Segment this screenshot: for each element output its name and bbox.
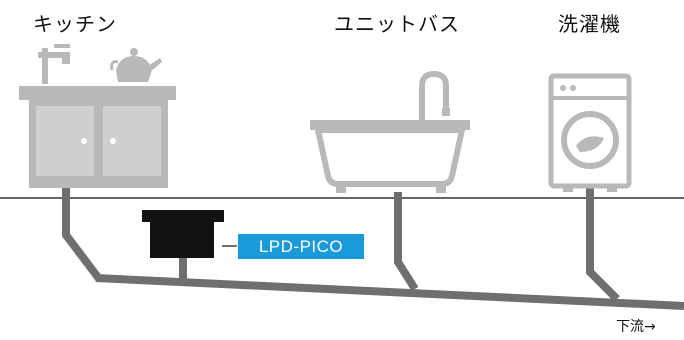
unit-bath-label: ユニットバス: [334, 12, 460, 36]
bathtub: [310, 70, 470, 193]
washing-machine-label: 洗濯機: [558, 12, 621, 36]
washing-machine: [548, 73, 632, 192]
kitchen-drain-pipe: [62, 188, 104, 283]
lpd-device: [142, 210, 224, 258]
kitchen-sink: [19, 44, 176, 188]
kitchen-label: キッチン: [33, 12, 117, 36]
drain-pipes: [62, 188, 684, 310]
washer-drain-pipe: [586, 188, 620, 302]
product-name-tag: LPD-PICO: [238, 234, 364, 259]
main-drain-pipe: [95, 274, 684, 310]
bath-drain-pipe: [394, 192, 419, 292]
downstream-label: 下流→: [616, 319, 656, 335]
